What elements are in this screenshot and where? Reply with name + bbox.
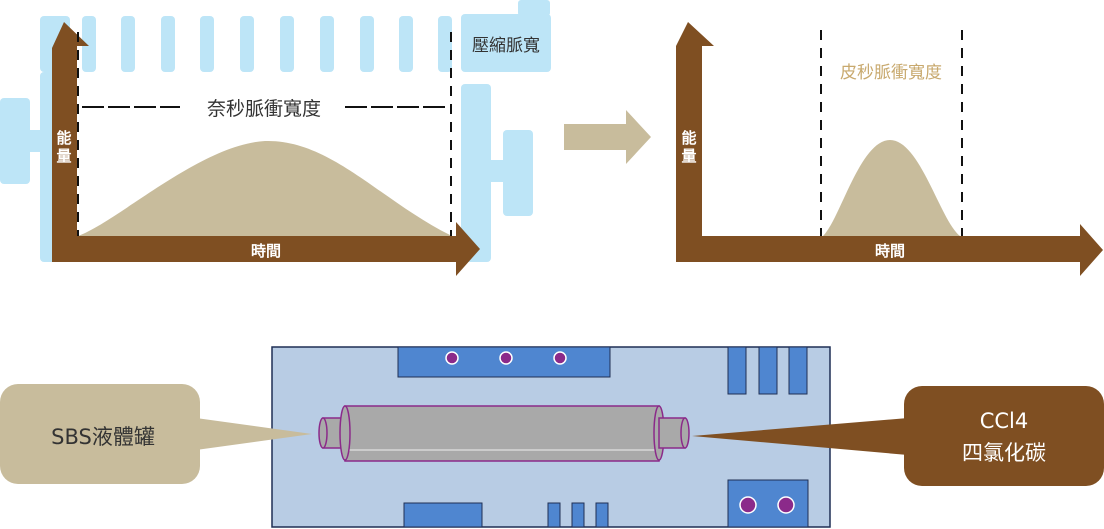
compressor-block [320, 16, 334, 72]
left-callout: SBS液體罐 [0, 384, 312, 484]
board-small-pillar [547, 502, 561, 528]
compressor-block [161, 16, 175, 72]
compressor-block [82, 16, 96, 72]
compressor-block [280, 16, 294, 72]
compressor-left-link [28, 130, 44, 152]
screw-dot [445, 351, 459, 365]
x-axis-label-right: 時間 [875, 242, 905, 260]
board-pillar [788, 346, 808, 395]
y-axis-label-char: 能 [56, 129, 71, 147]
compressor-block [399, 16, 413, 72]
compressor-top-tab [518, 0, 550, 16]
process-arrow [564, 110, 651, 164]
picosecond-pulse [823, 140, 960, 236]
compressor-label-box [461, 14, 551, 72]
x-axis-label: 時間 [251, 242, 281, 260]
right-callout: CCl4 四氯化碳 [692, 386, 1104, 486]
compressor-block [121, 16, 135, 72]
compressor-block [438, 16, 452, 72]
y-axis-label-right: 能量 [681, 129, 696, 165]
tube-left-cap-end [318, 417, 328, 449]
y-axis-label-char: 能 [681, 129, 696, 147]
picosecond-width-label: 皮秒脈衝寬度 [840, 63, 942, 83]
right-callout-pointer [692, 418, 908, 455]
right-callout-box [904, 386, 1104, 486]
compressor-right-bar [461, 84, 491, 262]
left-callout-box [0, 384, 200, 484]
tube-body-left-end [339, 405, 351, 461]
x-axis-arrow-right [676, 224, 1103, 276]
y-axis-label: 能量 [56, 129, 71, 165]
y-axis-label-char: 量 [681, 147, 696, 165]
sbs-cell-label: SBS液體罐 [51, 425, 155, 449]
board-pillar [758, 346, 778, 395]
y-axis-arrow [52, 22, 89, 236]
compressor-block [200, 16, 214, 72]
top-right-graph: 皮秒脈衝寬度 能量 時間 [676, 22, 1103, 276]
mount-dot [739, 496, 757, 514]
compressor-block [360, 16, 374, 72]
top-left-graph: 壓縮脈寬 奈秒脈衝寬度 能量 時間 [0, 0, 551, 276]
screw-dot [499, 351, 513, 365]
y-axis-label-right-wrap: 能量 [681, 129, 696, 165]
compressor-top-blocks [40, 16, 452, 72]
ccl4-formula: CCl4 [980, 409, 1029, 433]
sbs-board [271, 346, 831, 528]
compressor-right-tab [503, 130, 533, 216]
ccl4-name: 四氯化碳 [962, 441, 1046, 465]
tube-body [344, 405, 660, 462]
mount-dot [777, 496, 795, 514]
board-bottom-block [403, 502, 483, 528]
board-pillar [727, 346, 747, 395]
nanosecond-pulse [78, 140, 450, 236]
y-axis-label-char: 量 [56, 147, 71, 165]
compressor-block [240, 16, 254, 72]
nanosecond-width-label: 奈秒脈衝寬度 [207, 98, 321, 120]
y-axis-arrow-right [676, 22, 714, 236]
board-small-pillar [595, 502, 609, 528]
x-axis-arrow [52, 222, 480, 276]
compressor-right-link [489, 160, 505, 182]
y-axis-label-char1: 能量 [56, 129, 71, 165]
sbs-cell-tube [318, 405, 690, 462]
compressor-left-tab [0, 98, 30, 184]
board-small-pillar [571, 502, 585, 528]
screw-dot [553, 351, 567, 365]
compress-label: 壓縮脈寬 [472, 36, 540, 56]
tube-right-cap-end [680, 417, 690, 449]
left-callout-pointer [196, 418, 312, 450]
